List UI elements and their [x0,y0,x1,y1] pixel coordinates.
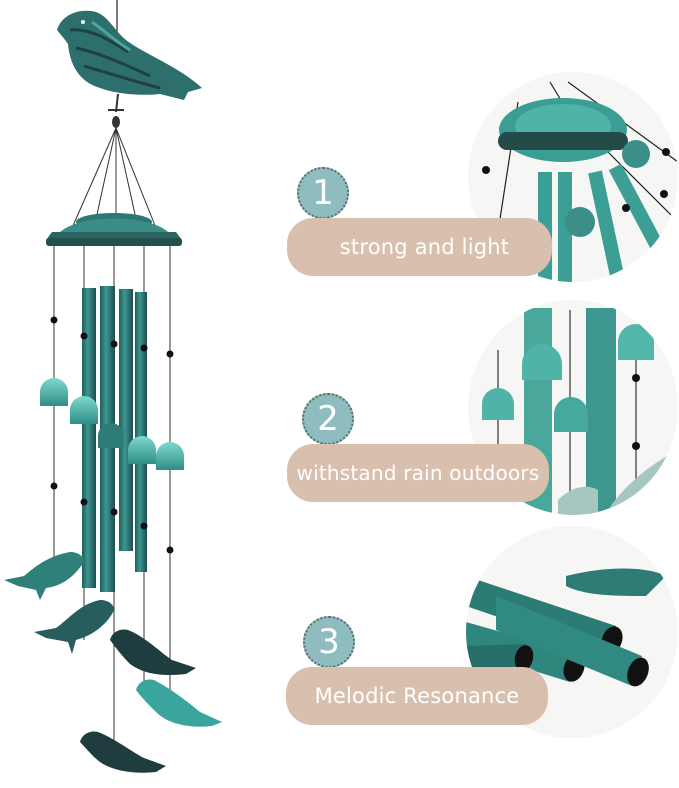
feature-label-2: withstand rain outdoors [287,444,549,502]
feature-badge-2: 2 [302,393,354,445]
chime-tubes [82,286,147,592]
hanging-birds [4,552,222,773]
canopy-closeup-illustration [482,81,678,282]
top-bird-ornament [57,10,202,113]
canopy [46,213,182,246]
feature-label-3: Melodic Resonance [286,667,548,725]
feature-label-1: strong and light [287,218,552,276]
bells [40,378,184,470]
wind-chime-product-image [4,0,222,773]
feature-badge-3: 3 [303,616,355,668]
feature-badge-1: 1 [297,167,349,219]
